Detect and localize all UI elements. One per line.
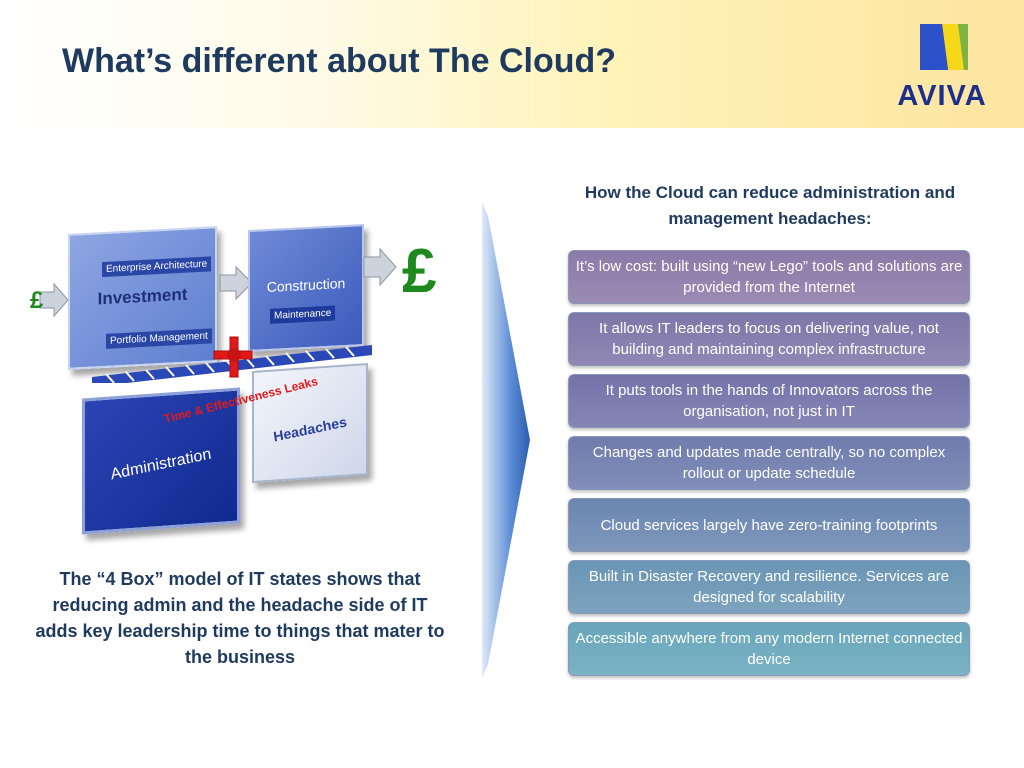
benefit-item: It’s low cost: built using “new Lego” to… (568, 250, 970, 304)
benefit-item: It allows IT leaders to focus on deliver… (568, 312, 970, 366)
logo-text: AVIVA (897, 80, 987, 112)
aviva-logo: AVIVA (884, 22, 1000, 112)
headaches-label: Headaches (272, 413, 348, 445)
construction-label: Construction (266, 274, 346, 296)
pound-small-icon: £ (30, 287, 44, 314)
benefit-item: It puts tools in the hands of Innovators… (568, 374, 970, 428)
leak-bow-icon (213, 336, 253, 378)
four-box-diagram: £ Enterprise Architecture Investment Por… (30, 215, 450, 550)
benefits-heading: How the Cloud can reduce administration … (584, 183, 956, 228)
divider-arrow-icon (482, 202, 530, 678)
benefit-item: Changes and updates made centrally, so n… (568, 436, 970, 490)
construction-box: Construction Maintenance (248, 223, 364, 353)
benefits-list: It’s low cost: built using “new Lego” to… (568, 250, 972, 684)
investment-label: Investment (97, 284, 188, 309)
slide-title: What’s different about The Cloud? (62, 42, 617, 80)
pound-large-icon: £ (402, 237, 437, 306)
model-caption: The “4 Box” model of IT states shows tha… (35, 569, 445, 667)
benefit-item: Cloud services largely have zero-trainin… (568, 498, 970, 552)
middle-arrow-icon (219, 265, 253, 301)
benefit-item: Accessible anywhere from any modern Inte… (568, 622, 970, 676)
administration-label: Administration (109, 445, 213, 484)
benefit-item: Built in Disaster Recovery and resilienc… (568, 560, 970, 614)
enterprise-architecture-tag: Enterprise Architecture (102, 256, 212, 278)
header-band: What’s different about The Cloud? AVIVA (0, 0, 1024, 128)
maintenance-tag: Maintenance (270, 305, 336, 324)
output-arrow-icon (363, 247, 397, 287)
aviva-logo-mark-icon (920, 24, 968, 70)
input-arrow-icon (39, 282, 69, 318)
